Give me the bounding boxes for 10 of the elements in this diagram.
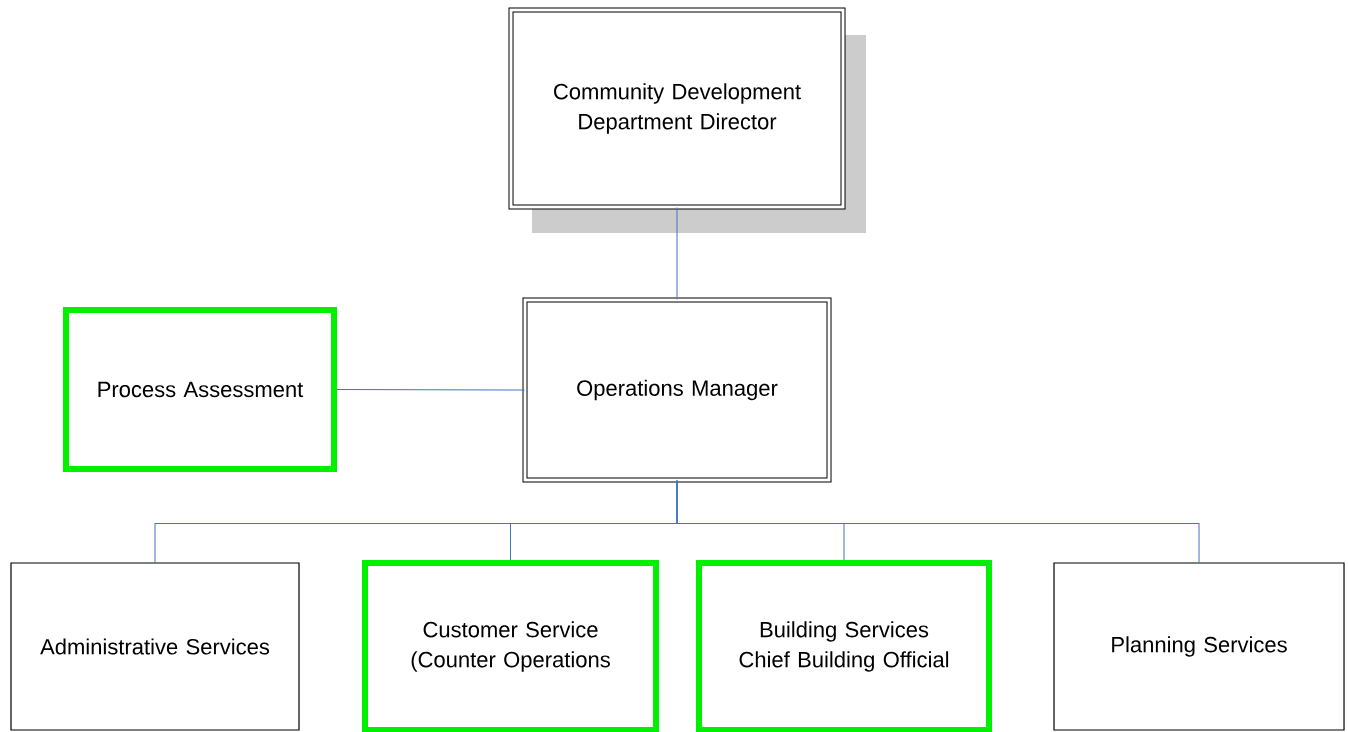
division-box: Building Services Chief Building Official (696, 560, 992, 732)
connector-line (676, 480, 1200, 563)
division-box: Administrative Services (10, 562, 300, 731)
team-box: Process Assessment (63, 307, 337, 472)
division-box: Customer Service (Counter Operations (362, 560, 659, 732)
connector-line (676, 207, 678, 300)
manager-box: Operations Manager (522, 297, 832, 483)
division-box: Planning Services (1053, 562, 1345, 731)
connector-line (336, 389, 525, 391)
director-box: Community Development Department Director (508, 7, 866, 233)
